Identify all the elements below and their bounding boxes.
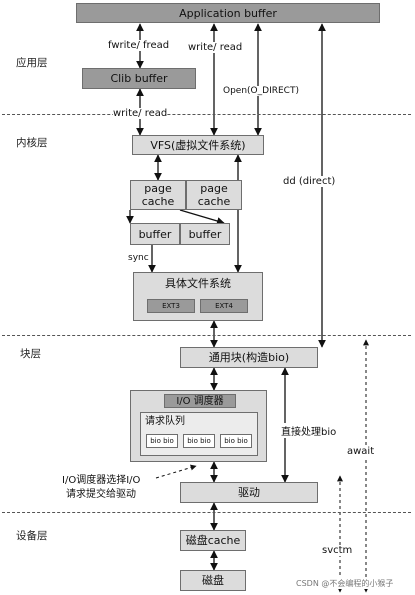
application-buffer-box: Application buffer [76,3,380,23]
write-read-label-2: write/ read [113,108,168,119]
dd-direct-label: dd (direct) [283,176,336,187]
layer-app-label: 应用层 [16,57,48,69]
page-cache-box-2: page cache [186,180,242,210]
scheduler-note-line-2: 请求提交给驱动 [66,489,136,500]
bio-group-1: bio bio [146,434,178,448]
ext3-box: EXT3 [147,299,195,313]
page-cache-box-1: page cache [130,180,186,210]
separator-app-kernel [2,114,411,115]
layer-device-label: 设备层 [16,530,48,542]
vfs-box: VFS(虚拟文件系统) [132,135,264,155]
bio-group-2: bio bio [183,434,215,448]
ext4-box: EXT4 [200,299,248,313]
watermark: CSDN @不会编程的小猴子 [296,578,394,589]
open-direct-label: Open(O_DIRECT) [223,86,299,96]
buffer-box-1: buffer [130,223,180,245]
separator-block-device [2,512,411,513]
disk-box: 磁盘 [180,570,246,591]
io-scheduler-title: I/O 调度器 [164,394,236,408]
specific-fs-title: 具体文件系统 [165,277,231,290]
arrow-pagecache-buffer-2 [179,209,225,225]
svctm-label: svctm [322,545,353,556]
arrow-scheduler-note [155,464,197,479]
sync-label: sync [128,253,149,263]
request-queue-title: 请求队列 [145,416,185,427]
buffer-box-2: buffer [180,223,230,245]
driver-box: 驱动 [180,482,318,503]
layer-kernel-label: 内核层 [16,137,48,149]
disk-cache-box: 磁盘cache [180,530,246,551]
scheduler-note-line-1: I/O调度器选择I/O [62,475,141,486]
await-label: await [347,446,375,457]
generic-block-box: 通用块(构造bio) [180,347,318,368]
clib-buffer-box: Clib buffer [82,68,196,89]
separator-kernel-block [2,335,411,336]
fwrite-fread-label: fwrite/ fread [108,40,170,51]
specific-fs-box: 具体文件系统 [133,272,263,321]
direct-bio-label: 直接处理bio [281,423,337,438]
write-read-label-1: write/ read [188,42,243,53]
layer-block-label: 块层 [20,348,41,360]
bio-group-3: bio bio [220,434,252,448]
